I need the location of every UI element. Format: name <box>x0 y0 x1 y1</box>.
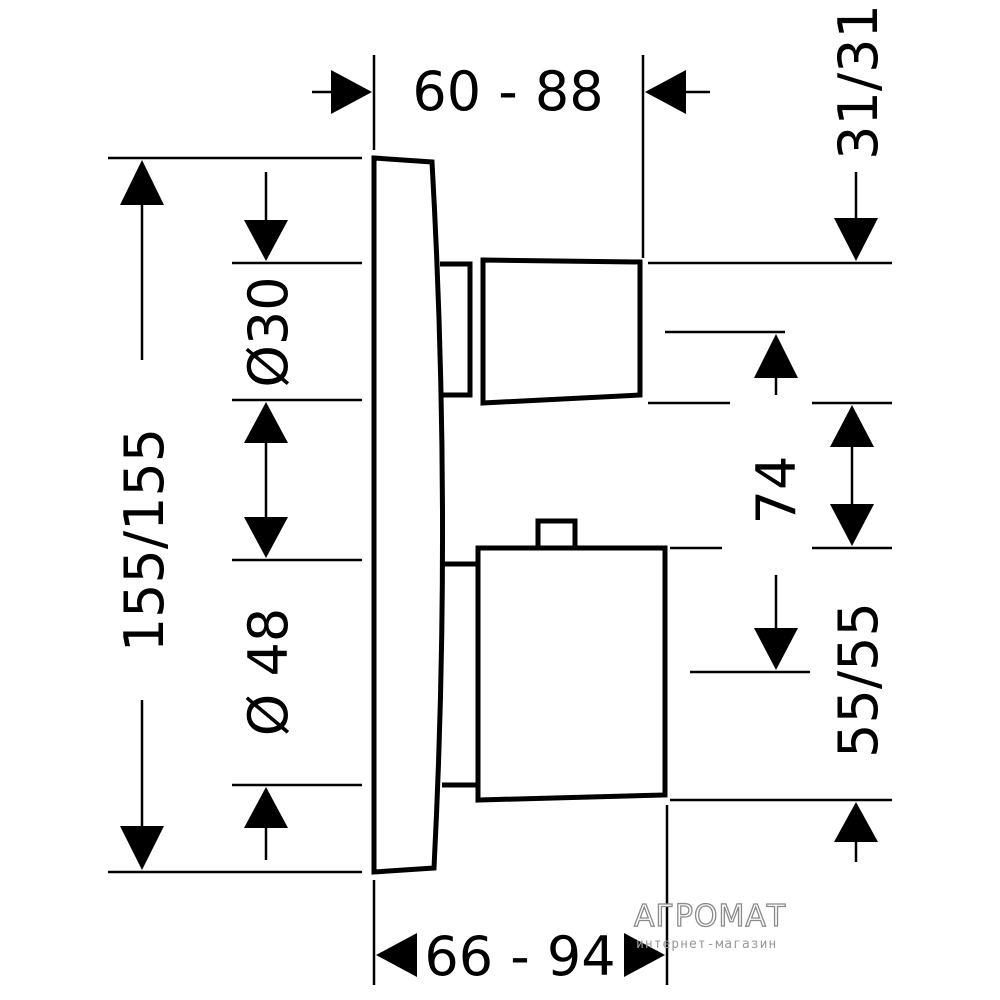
label-top-knob-offset: 31/31 <box>827 4 890 160</box>
watermark-brand: АГРОМАТ <box>634 899 786 934</box>
top-knob-stem <box>440 261 473 398</box>
watermark: АГРОМАТ интернет-магазин <box>633 898 786 952</box>
arrow-31-down <box>834 218 878 261</box>
dimension-lines <box>108 55 892 985</box>
bottom-knob-stem <box>442 561 476 788</box>
arrow-d48-bottom-up <box>244 787 288 828</box>
arrow-bottom-width-right <box>624 933 665 977</box>
arrow-d30-top <box>244 220 288 261</box>
arrowheads <box>120 70 878 977</box>
label-bottom-width: 66 - 94 <box>424 925 615 988</box>
label-total-height: 155/155 <box>113 428 176 652</box>
label-knob-spacing: 74 <box>745 456 808 525</box>
arrow-top-width-right <box>645 70 686 114</box>
arrow-spacing-up <box>830 405 874 447</box>
arrow-top-width-left <box>331 70 372 114</box>
arrow-74-down <box>754 628 798 670</box>
arrow-bottom-width-left <box>376 933 417 977</box>
arrow-total-height-top <box>120 160 164 205</box>
arrow-total-height-bottom <box>120 826 164 870</box>
label-bottom-knob-offset: 55/55 <box>827 602 890 758</box>
product-outline <box>371 155 668 875</box>
label-top-knob-diameter: Ø30 <box>237 276 300 387</box>
label-top-width: 60 - 88 <box>412 60 603 123</box>
arrow-spacing-down <box>830 504 874 546</box>
arrow-55-up <box>834 802 878 842</box>
bottom-knob <box>475 545 668 803</box>
arrow-d48-top-down <box>244 517 288 558</box>
top-knob <box>480 257 643 406</box>
watermark-tagline: интернет-магазин <box>636 937 777 952</box>
arrow-74-up <box>754 334 798 378</box>
wall-plate <box>371 155 446 875</box>
safety-button <box>535 518 578 548</box>
arrow-d48-top-up <box>244 402 288 443</box>
dimension-labels: 60 - 88 66 - 94 155/155 Ø30 Ø 48 74 31/3… <box>113 4 890 988</box>
label-bottom-knob-diameter: Ø 48 <box>237 608 300 736</box>
